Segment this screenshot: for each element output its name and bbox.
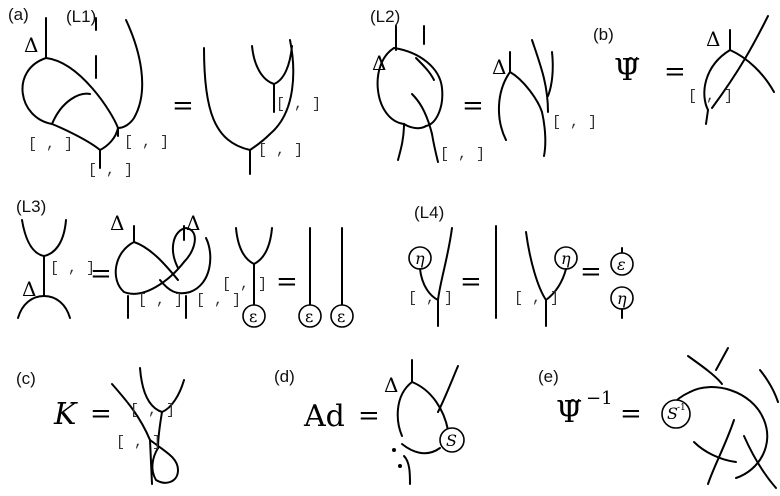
l3-bracket-1: [ , ] xyxy=(50,260,95,277)
b-bracket: [ , ] xyxy=(688,88,733,105)
l3-delta-3: Δ xyxy=(186,211,200,235)
k-diagram xyxy=(111,367,185,485)
d-equals: = xyxy=(358,401,380,431)
l2-lhs-diagram xyxy=(376,25,444,163)
psi-inverse-exponent: −1 xyxy=(586,388,613,409)
l4-bracket-2: [ , ] xyxy=(514,290,559,307)
l3-bracket-4: [ , ] xyxy=(222,276,267,293)
panel-d-label: (d) xyxy=(274,367,295,386)
l2-rhs-bracket: [ , ] xyxy=(552,114,597,131)
l4-eta-3: η xyxy=(617,289,627,308)
l3-bracket-2: [ , ] xyxy=(138,292,183,309)
c-bracket-2: [ , ] xyxy=(116,434,161,451)
l1-rhs-bracket-1: [ , ] xyxy=(276,96,321,113)
ad-symbol: Ad xyxy=(303,399,345,434)
l1-delta: Δ xyxy=(24,33,38,57)
l4-equals-1: = xyxy=(460,267,482,297)
l3-equals-2: = xyxy=(276,267,298,297)
k-symbol: K xyxy=(53,397,78,432)
relation-l1-label: (L1) xyxy=(66,7,96,26)
l3-diagram-3 xyxy=(235,227,273,328)
l3-bracket-3: [ , ] xyxy=(196,292,241,309)
relation-l4-label: (L4) xyxy=(414,203,444,222)
l4-equals-2: = xyxy=(580,257,602,287)
b-equals: = xyxy=(664,57,686,87)
psi-tilde-e: Ψ̃ xyxy=(556,395,582,430)
psi-inverse-diagram xyxy=(661,347,779,489)
panel-e-label: (e) xyxy=(538,367,559,386)
panel-b-label: (b) xyxy=(593,25,614,44)
l4-diagram-1 xyxy=(408,227,453,327)
l3-delta-2: Δ xyxy=(110,211,124,235)
l2-delta: Δ xyxy=(372,51,386,75)
l1-rhs-diagram xyxy=(203,39,295,175)
l4-eta-1: η xyxy=(415,249,425,268)
d-dot-2 xyxy=(398,464,402,468)
l3-epsilon-3: ε xyxy=(337,307,345,326)
l3-equals-1: = xyxy=(90,259,112,289)
d-delta: Δ xyxy=(384,373,398,397)
l2-equals: = xyxy=(462,91,484,121)
l1-bracket-3: [ , ] xyxy=(88,162,133,179)
l4-diagram-2 xyxy=(525,231,578,327)
b-delta: Δ xyxy=(706,27,720,51)
l3-delta-1: Δ xyxy=(22,277,36,301)
l2-bracket: [ , ] xyxy=(440,146,485,163)
l1-bracket-1: [ , ] xyxy=(28,136,73,153)
l4-bracket-1: [ , ] xyxy=(408,290,453,307)
panel-a-label: (a) xyxy=(8,5,29,24)
l2-rhs-delta: Δ xyxy=(492,55,506,79)
l1-bracket-2: [ , ] xyxy=(124,134,169,151)
relation-l3-label: (L3) xyxy=(16,197,46,216)
l3-epsilon-2: ε xyxy=(305,307,313,326)
e-antipode-inverse: S xyxy=(667,404,678,423)
l1-equals: = xyxy=(172,91,194,121)
l2-rhs-diagram xyxy=(497,39,554,157)
l4-epsilon: ε xyxy=(617,255,626,274)
relation-l2-label: (L2) xyxy=(370,7,400,26)
d-antipode: S xyxy=(446,431,457,450)
psi-diagram xyxy=(703,15,775,125)
c-equals: = xyxy=(90,399,112,429)
ad-diagram xyxy=(396,359,465,485)
e-equals: = xyxy=(620,399,642,429)
d-dot-1 xyxy=(392,448,396,452)
l3-diagram-1 xyxy=(17,219,71,319)
l3-epsilon-1: ε xyxy=(249,307,257,326)
psi-tilde-b: Ψ̃ xyxy=(614,53,640,88)
panel-c-label: (c) xyxy=(16,369,36,388)
e-antipode-inverse-exponent: -1 xyxy=(677,403,686,413)
l4-eta-2: η xyxy=(561,249,571,268)
c-bracket-1: [ , ] xyxy=(130,402,175,419)
l4-diagram-3 xyxy=(610,247,634,319)
l3-diagram-2 xyxy=(114,225,212,319)
l1-lhs-diagram xyxy=(21,17,144,169)
l3-diagram-4 xyxy=(298,227,354,328)
l1-rhs-bracket-2: [ , ] xyxy=(258,142,303,159)
